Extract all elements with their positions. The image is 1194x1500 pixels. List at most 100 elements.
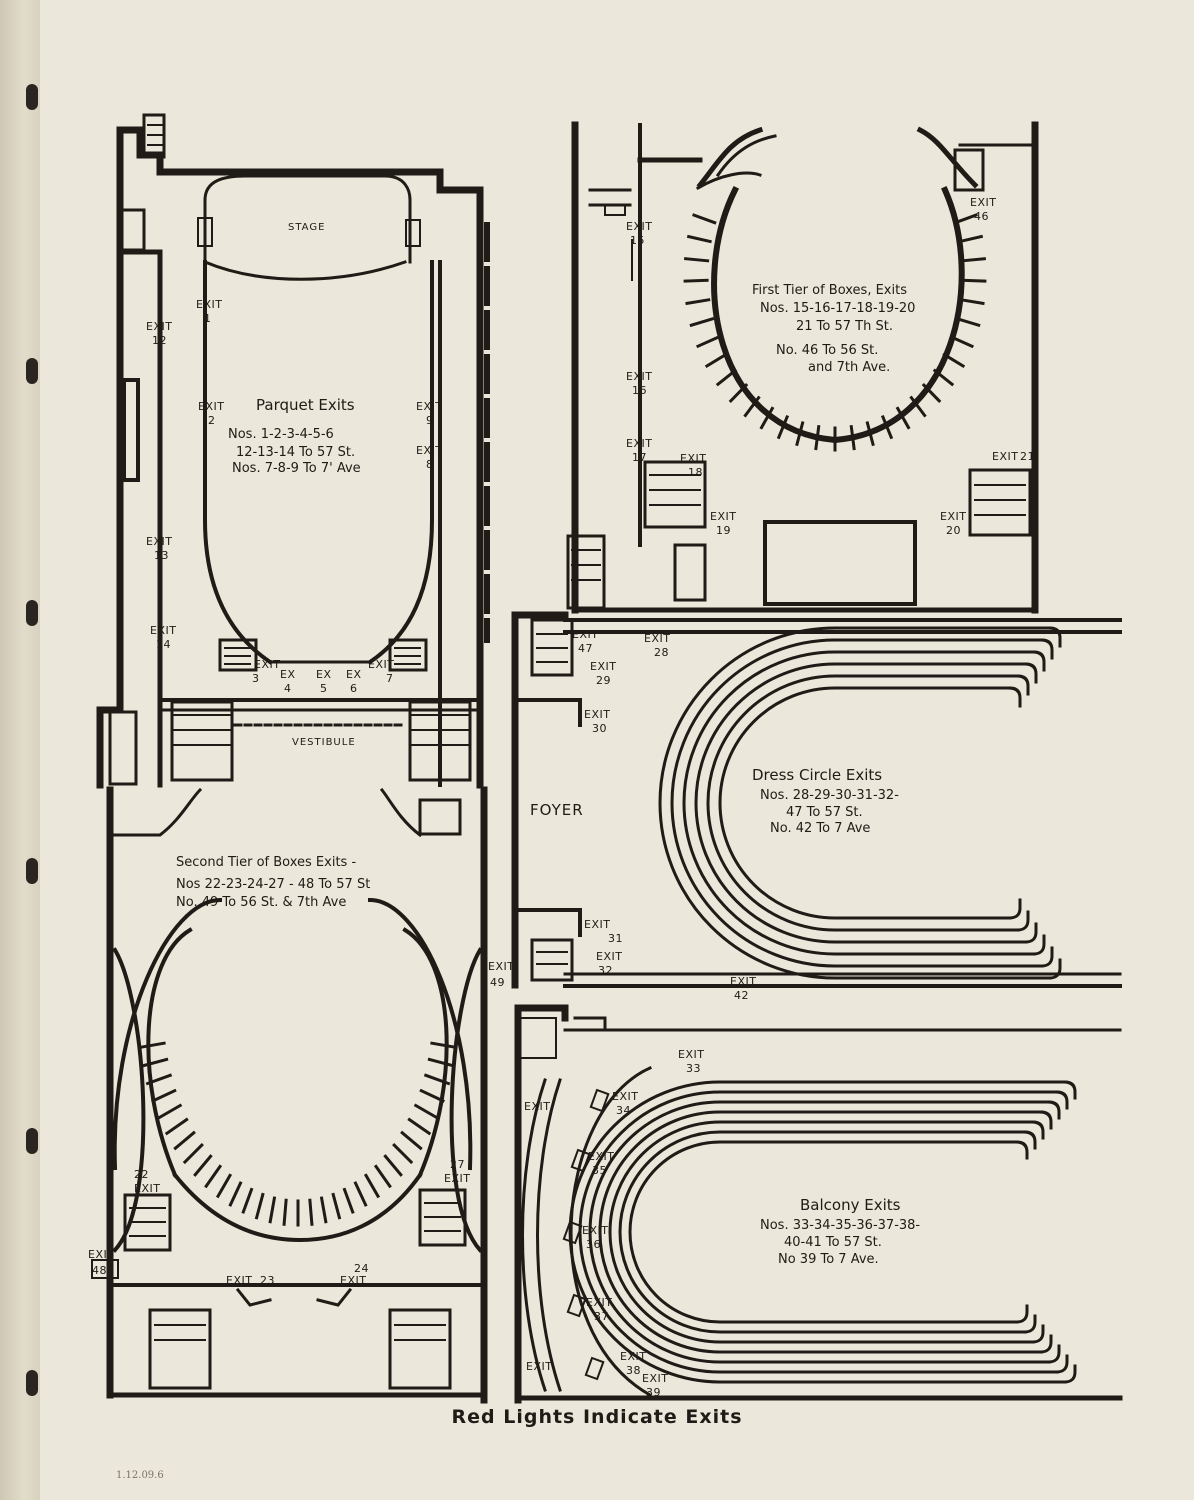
box-partition — [157, 1103, 183, 1120]
exit-label: EXIT — [588, 1150, 614, 1163]
box-partition — [268, 1196, 277, 1224]
tier-arc — [588, 1100, 1051, 1364]
box-partition — [427, 1057, 455, 1068]
exit-number: 7 — [386, 672, 394, 685]
exit-label: EXIT — [444, 1172, 470, 1185]
tier-arc — [694, 662, 1028, 944]
exit-number: 30 — [592, 722, 607, 735]
exit-number: 15 — [630, 234, 645, 247]
box-partition — [419, 1088, 445, 1103]
exit-number: 16 — [632, 384, 647, 397]
parquet-line-2: 12-13-14 To 57 St. — [236, 445, 355, 460]
exit-label: EXIT — [626, 220, 652, 233]
exit-number: 35 — [592, 1164, 607, 1177]
box-partition — [319, 1196, 328, 1224]
box-partition — [932, 368, 955, 387]
box-partition — [145, 1073, 173, 1086]
box-partition — [960, 257, 987, 263]
tier-arc-end — [1016, 910, 1030, 932]
tier-arc — [618, 1130, 1027, 1334]
box-partition — [759, 406, 775, 430]
box-partition — [353, 1181, 368, 1207]
exit-number: 37 — [594, 1310, 609, 1323]
balcony-box — [562, 1220, 583, 1245]
exit-number: 46 — [974, 210, 989, 223]
vestibule-label: VESTIBULE — [292, 737, 356, 748]
box-partition — [696, 335, 721, 349]
box-partition — [373, 1164, 392, 1189]
binding-hole — [26, 858, 38, 884]
tier-arc-end — [1015, 1304, 1029, 1324]
box-partition — [241, 1187, 254, 1214]
tier-arc-end — [1031, 1120, 1045, 1140]
box-partition — [392, 1142, 414, 1165]
exit-label: EXIT — [620, 1350, 646, 1363]
box-partition — [958, 234, 984, 244]
tier-arc-end — [1055, 1090, 1069, 1110]
exit-label: EXIT — [146, 320, 172, 333]
balcony-aisle — [521, 1078, 547, 1392]
tier-arc-end — [1024, 922, 1038, 944]
box-partition — [880, 414, 894, 440]
box-partition — [895, 406, 911, 430]
balcony-line-3: No 39 To 7 Ave. — [778, 1252, 879, 1267]
box-partition — [921, 382, 942, 404]
exit-label: EXIT — [150, 624, 176, 637]
box-partition — [141, 1057, 169, 1068]
box-partition — [430, 1041, 458, 1050]
pencil-annotation: 1.12.09.6 — [116, 1470, 164, 1481]
exit-label: EXIT — [644, 632, 670, 645]
tier-arc-end — [1016, 674, 1030, 696]
binding-hole — [26, 1370, 38, 1396]
exit-label: EXIT — [524, 1100, 550, 1113]
tier-arc-end — [1032, 650, 1046, 672]
exit-label: EXIT — [612, 1090, 638, 1103]
foyer-label: FOYER — [530, 801, 584, 819]
binding-spine — [0, 0, 40, 1500]
tier-arc-end — [1039, 1334, 1053, 1354]
first-tier-line-2: Nos. 15-16-17-18-19-20 — [760, 301, 915, 316]
exit-number: 21 — [1020, 450, 1035, 463]
exit-label: EXIT — [940, 510, 966, 523]
box-partition — [413, 1103, 439, 1120]
exit-label: EX — [316, 668, 332, 681]
tier-arc-end — [1040, 946, 1054, 968]
exit-label: EXIT — [710, 510, 736, 523]
exit-number: 24 — [354, 1262, 369, 1275]
exit-label: EX — [280, 668, 296, 681]
box-partition — [228, 1181, 243, 1207]
box-partition — [342, 1187, 355, 1214]
exit-label: EXIT — [730, 975, 756, 988]
first-tier-line-3: 21 To 57 Th St. — [796, 319, 893, 334]
box-partition — [407, 1117, 432, 1136]
box-partition — [686, 234, 712, 244]
exit-label: EXIT — [642, 1372, 668, 1385]
box-partition — [795, 421, 805, 447]
box-partition — [254, 1192, 265, 1220]
exit-number: 6 — [350, 682, 358, 695]
exit-label: EXIT — [226, 1274, 252, 1287]
first-tier-plan — [566, 121, 1039, 614]
box-partition — [728, 382, 749, 404]
box-partition — [151, 1088, 177, 1103]
tier-arc-end — [1055, 1354, 1069, 1374]
box-partition — [692, 213, 717, 225]
exit-number: 36 — [586, 1238, 601, 1251]
box-partition — [961, 278, 987, 283]
balcony-line-2: 40-41 To 57 St. — [784, 1235, 882, 1250]
exit-label: EXIT — [254, 658, 280, 671]
exit-label: EXIT — [680, 452, 706, 465]
exit-label: EXIT — [134, 1182, 160, 1195]
exit-label: EXIT — [88, 1248, 114, 1261]
binding-hole — [26, 600, 38, 626]
box-partition — [959, 298, 985, 306]
parquet-line-3: Nos. 7-8-9 To 7' Ave — [232, 461, 361, 476]
tier-arc-end — [1040, 638, 1054, 660]
tier-arc — [706, 674, 1020, 932]
box-partition — [215, 1173, 233, 1199]
tier-arc-end — [1024, 662, 1038, 684]
dress-circle-line-3: No. 42 To 7 Ave — [770, 821, 870, 836]
tier-arc-end — [1023, 1314, 1037, 1334]
binding-hole — [26, 358, 38, 384]
